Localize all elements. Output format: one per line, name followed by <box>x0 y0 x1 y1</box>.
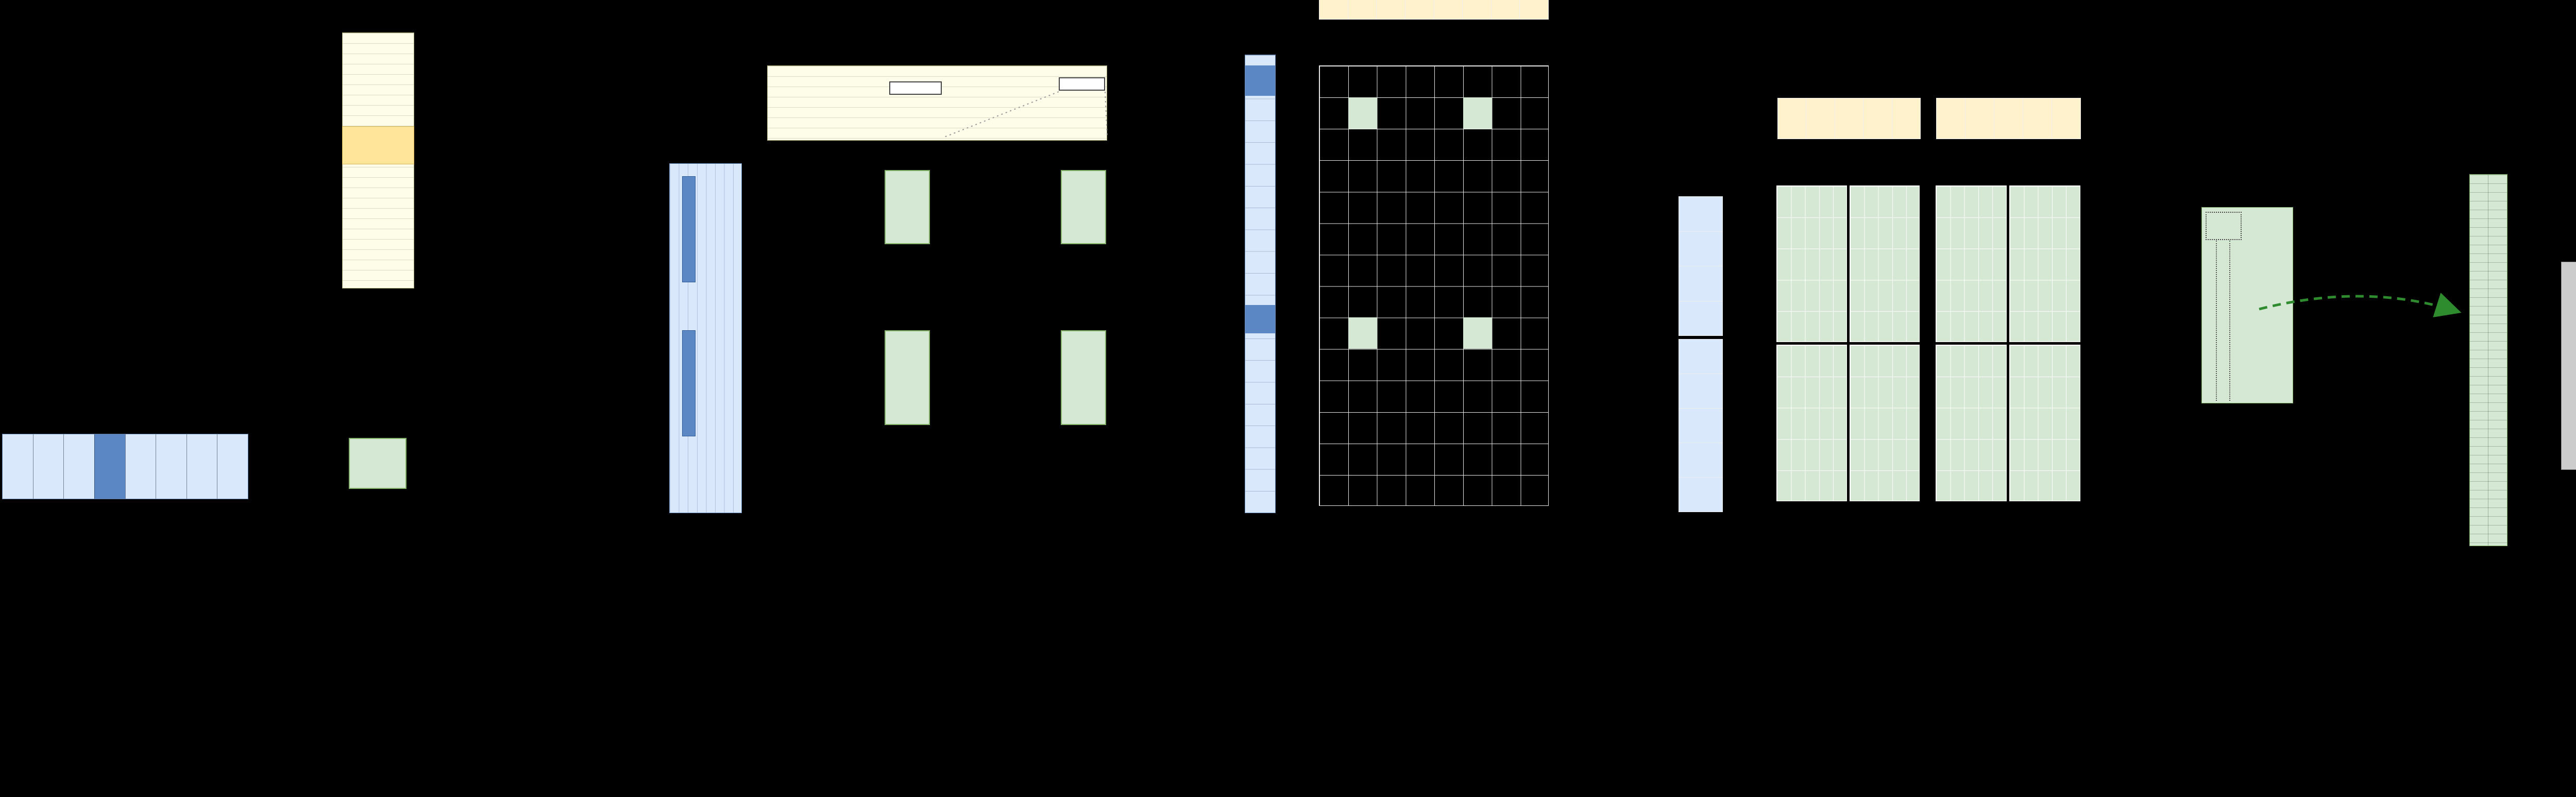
grid-quadrant <box>1776 345 1847 501</box>
grid-green-cell-2 <box>1463 97 1492 129</box>
header-cell <box>1863 98 1892 139</box>
striped-green-column <box>2469 174 2507 546</box>
green-fragment-3 <box>885 330 930 425</box>
striped-blue-column <box>669 163 742 513</box>
segment-cell <box>1679 477 1722 512</box>
blue-column-highlight-1 <box>682 176 696 282</box>
vector-cell <box>3 434 33 499</box>
segment-cell <box>1679 374 1722 408</box>
header-cell <box>1891 98 1921 139</box>
vector-cell <box>125 434 156 499</box>
segment-cell <box>1679 443 1722 477</box>
vector-cell-highlight <box>94 434 125 499</box>
yellow-header-left <box>1777 98 1921 139</box>
segment-cell <box>1679 340 1722 374</box>
narrow-blue-column <box>1245 55 1276 513</box>
dark-grid <box>1319 65 1549 506</box>
blue-segment-highlight-1 <box>1245 65 1275 96</box>
strip-cell <box>1519 0 1548 19</box>
header-cell <box>1806 98 1835 139</box>
blue-column-highlight-2 <box>682 330 696 436</box>
strip-cell <box>1490 0 1520 19</box>
green-grid-right <box>1936 185 2080 501</box>
yellow-row-band <box>342 126 414 164</box>
strip-cell <box>1319 0 1348 19</box>
header-cell <box>1965 98 1994 139</box>
grid-quadrant <box>1776 185 1847 342</box>
blue-segment-column <box>1679 196 1723 512</box>
dotted-selection-rect <box>2206 212 2242 240</box>
grid-green-cell-4 <box>1463 317 1492 349</box>
vector-cell <box>156 434 187 499</box>
dotted-guide-line <box>2216 241 2217 401</box>
header-cell <box>1994 98 2023 139</box>
inner-tile-marker-2 <box>1059 77 1105 91</box>
segment-cell <box>1679 197 1722 231</box>
header-cell <box>1834 98 1863 139</box>
green-fragment-1 <box>885 170 930 244</box>
wide-ivory-tile <box>767 65 1107 141</box>
header-cell <box>2052 98 2080 139</box>
grid-green-cell-1 <box>1348 97 1377 129</box>
segment-cell <box>1679 266 1722 301</box>
blue-segment-stack-bottom <box>1679 339 1723 512</box>
vector-cell <box>186 434 217 499</box>
grid-quadrant <box>1936 345 2007 501</box>
gray-bar <box>2561 262 2576 470</box>
grid-green-cell-3 <box>1348 317 1377 349</box>
grid-quadrant <box>1936 185 2007 342</box>
horizontal-vector-bar <box>2 434 248 499</box>
grid-quadrant <box>1849 185 1920 342</box>
blue-segment-highlight-2 <box>1245 305 1275 333</box>
green-grid-left <box>1776 185 1920 501</box>
header-cell <box>2023 98 2052 139</box>
strip-cell <box>1404 0 1434 19</box>
green-fragment-2 <box>1061 170 1106 244</box>
tall-ivory-column <box>342 32 414 289</box>
segment-cell <box>1679 408 1722 443</box>
grid-quadrant <box>2009 185 2080 342</box>
strip-cell <box>1376 0 1405 19</box>
grid-quadrant <box>1849 345 1920 501</box>
strip-cell <box>1347 0 1377 19</box>
yellow-cell-strip <box>1319 0 1549 20</box>
green-panel <box>2201 207 2293 403</box>
vector-cell <box>63 434 94 499</box>
inner-tile-marker-1 <box>889 81 942 95</box>
segment-cell <box>1679 300 1722 335</box>
header-cell <box>1778 98 1806 139</box>
vector-cell <box>217 434 248 499</box>
dotted-guide-line <box>2229 241 2230 401</box>
strip-cell <box>1462 0 1491 19</box>
header-cell <box>1937 98 1965 139</box>
blue-segment-stack-top <box>1679 196 1723 336</box>
small-green-tile <box>349 438 406 489</box>
green-fragment-4 <box>1061 330 1106 425</box>
strip-cell <box>1433 0 1463 19</box>
grid-quadrant <box>2009 345 2080 501</box>
vector-cell <box>32 434 64 499</box>
yellow-header-right <box>1936 98 2081 139</box>
segment-cell <box>1679 231 1722 266</box>
